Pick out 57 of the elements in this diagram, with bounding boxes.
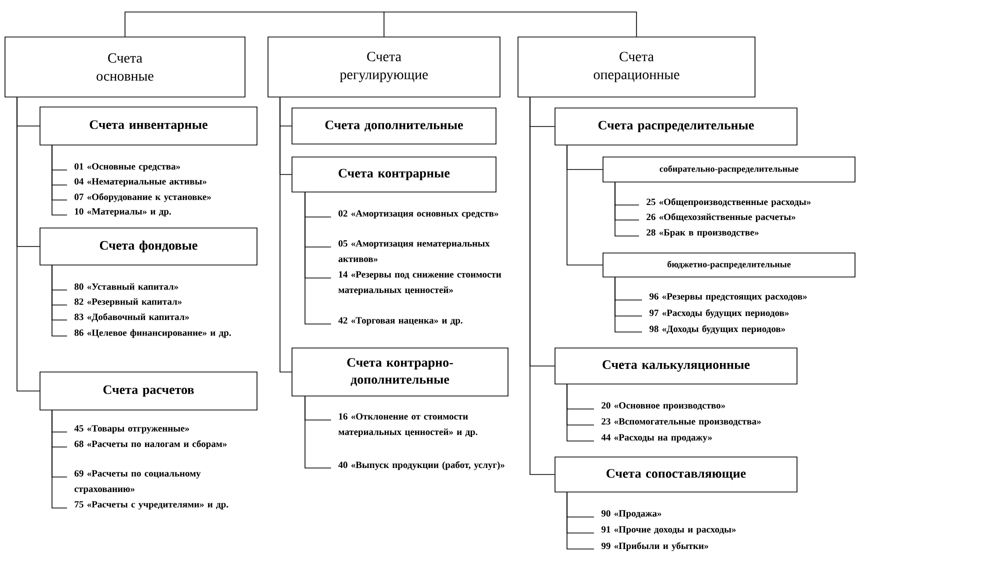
category-box: Счета контрарные: [292, 156, 496, 192]
connector-line: [614, 277, 642, 332]
account-item: 20 «Основное производство»: [602, 402, 726, 411]
connector-line: [566, 492, 594, 550]
category-box: собирательно-распределительные: [602, 156, 856, 182]
category-box: Счета операционные: [518, 36, 756, 98]
account-item: 14 «Резервы под снижение стоимости материальных ценностей»: [338, 271, 502, 295]
account-item: 10 «Материалы» и др.: [74, 208, 171, 217]
account-item: 07 «Оборудование к установке»: [74, 193, 211, 202]
account-item: 82 «Резервный капитал»: [74, 298, 182, 307]
account-item: 23 «Вспомогательные производства»: [602, 418, 761, 427]
account-item: 42 «Торговая наценка» и др.: [338, 317, 462, 326]
account-item: 80 «Уставный капитал»: [74, 283, 178, 290]
account-item: 91 «Прочие доходы и расходы»: [601, 526, 736, 535]
connector-line: [16, 97, 40, 392]
category-box: Счета контрарно-дополнительные: [292, 348, 508, 396]
account-item: 90 «Продажа»: [601, 510, 662, 519]
category-box: бюджетно-распределительные: [602, 252, 856, 278]
account-item: 99 «Прибыли и убытки»: [601, 542, 708, 552]
account-item: 86 «Целевое финансирование» и др.: [74, 329, 231, 338]
account-item: 83 «Добавочный капитал»: [74, 313, 189, 322]
account-item: 44 «Расходы на продажу»: [601, 434, 712, 443]
account-item: 96 «Резервы предстоящих расходов»: [649, 293, 807, 302]
account-item: 01 «Основные средства»: [74, 163, 180, 172]
account-item: 75 «Расчеты с учредителями» и др.: [74, 501, 228, 510]
connector-line: [304, 396, 332, 468]
category-box: Счета основные: [4, 36, 246, 98]
account-item: 02 «Амортизация основных средств»: [338, 210, 498, 219]
category-box: Счета дополнительные: [292, 108, 496, 144]
category-box: Счета фондовые: [40, 228, 258, 266]
connector-line: [280, 97, 292, 372]
connector-line: [530, 97, 555, 475]
connector-line: [304, 192, 332, 324]
account-item: 16 «Отклонение от стоимости материальных ценностей» и др.: [338, 413, 478, 438]
account-item: 26 «Общехозяйственные расчеты»: [646, 213, 796, 222]
connector-line: [52, 410, 68, 508]
category-box: Счета инвентарные: [40, 106, 258, 146]
account-item: 69 «Расчеты по социальному страхованию»: [74, 470, 201, 494]
account-item: 98 «Доходы будущих периодов»: [649, 325, 786, 334]
connector-line: [566, 145, 603, 266]
category-box: Счета регулирующие: [268, 36, 500, 98]
account-item: 04 «Нематериальные активы»: [74, 178, 206, 187]
account-item: 97 «Расходы будущих периодов»: [649, 309, 789, 318]
account-item: 25 «Общепроизводственные расходы»: [646, 198, 811, 208]
category-box: Счета калькуляционные: [554, 348, 798, 384]
account-item: 40 «Выпуск продукции (работ, услуг)»: [338, 461, 504, 470]
connector-line: [566, 384, 594, 442]
category-box: Счета распределительные: [554, 108, 798, 146]
category-box: Счета сопоставляющие: [554, 456, 798, 492]
account-item: 68 «Расчеты по налогам и сборам»: [74, 440, 227, 450]
account-item: 45 «Товары отгруженные»: [74, 425, 190, 434]
connector-line: [52, 145, 68, 216]
account-item: 05 «Амортизация нематериальных активов»: [338, 240, 490, 262]
connector-line: [52, 265, 68, 336]
category-box: Счета расчетов: [40, 372, 258, 410]
account-item: 28 «Брак в производстве»: [646, 229, 759, 238]
connector-line: [614, 182, 640, 236]
